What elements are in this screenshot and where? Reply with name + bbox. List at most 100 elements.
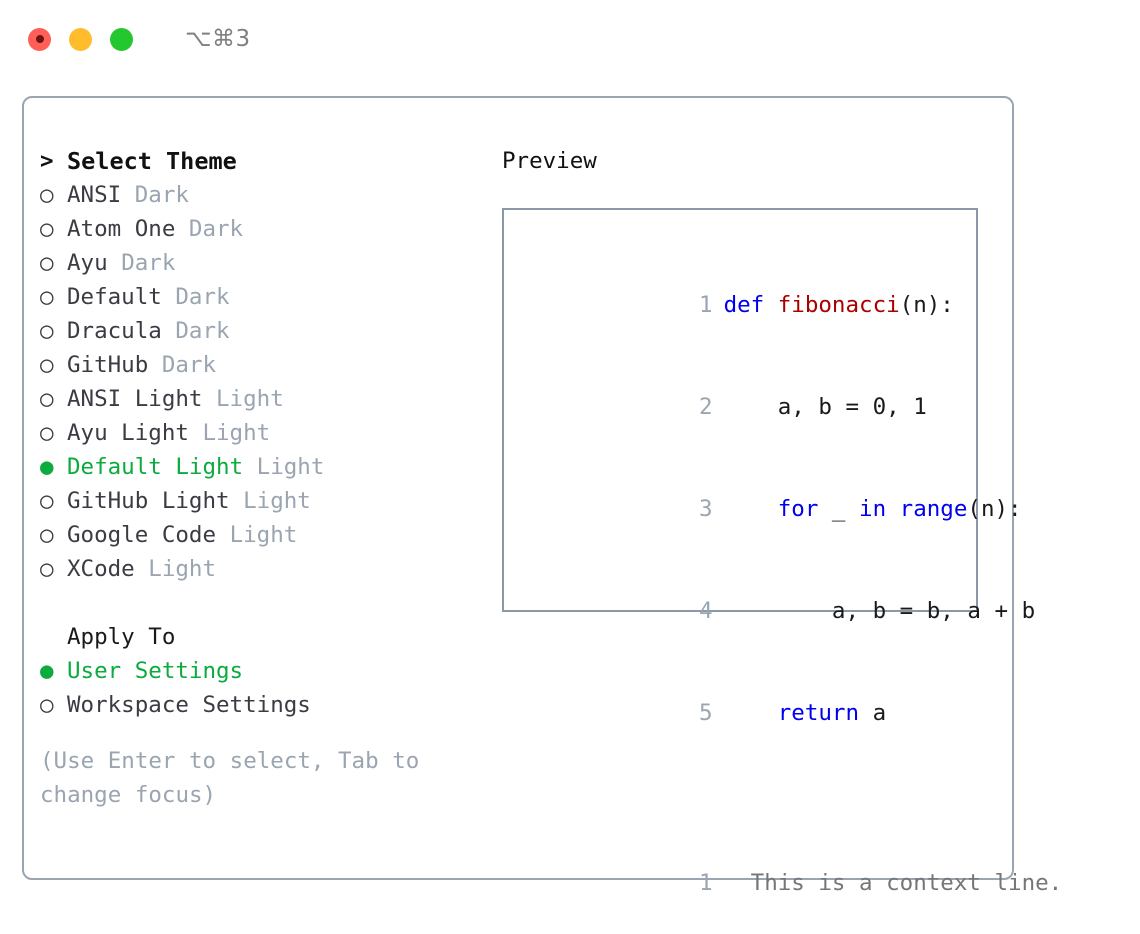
code-token-keyword: return [777,700,860,726]
theme-option-label: GitHub [67,352,149,378]
code-token-plain: (n): [899,292,954,318]
code-token-function: fibonacci [777,292,900,318]
radio-icon: ○ [40,420,54,446]
minimize-button-icon[interactable] [69,27,92,51]
theme-option-variant: Light [216,386,284,412]
radio-icon: ○ [40,216,54,242]
theme-option-ayu-light[interactable]: ○ Ayu Light Light [40,416,500,450]
code-token-plain: (n): [967,496,1022,522]
theme-option-variant: Light [229,522,298,548]
theme-option-variant: Dark [175,284,230,310]
theme-option-label: Dracula [67,318,162,344]
theme-option-google-code[interactable]: ○ Google Code Light [40,518,500,552]
theme-option-label: XCode [67,556,135,582]
code-token-plain: a [859,700,887,726]
line-number: 5 [699,700,713,726]
diff-text: This is a context line. [750,870,1063,896]
code-token-keyword: for [777,496,819,522]
theme-option-label: Default Light [67,454,244,480]
apply-to-header-label: Apply To [67,624,176,650]
code-line: 2 a, b = 0, 1 [522,356,976,458]
code-line: 5 return a [522,662,976,764]
theme-option-label: Atom One [67,216,176,242]
code-token-plain [724,700,778,726]
radio-icon: ○ [40,250,54,276]
theme-option-label: Google Code [67,522,217,548]
code-token-plain: a, b = b, a + b [723,598,1036,624]
title-bar: ⌥⌘3 [0,0,1140,78]
theme-option-variant: Dark [121,250,176,276]
theme-option-label: ANSI [67,182,122,208]
radio-selected-icon: ● [40,454,54,480]
diff-line-context: 1 This is a context line. [522,832,1062,934]
code-token-plain: _ [818,496,860,522]
radio-icon: ○ [40,182,54,208]
code-line: 4 a, b = b, a + b [522,560,1035,662]
apply-to-header: Apply To [40,620,500,654]
close-dot-icon [35,35,44,43]
apply-to-option-label: User Settings [67,658,244,684]
diff-sign [724,870,738,896]
close-button-icon[interactable] [28,27,51,51]
code-token-keyword: def [723,292,778,318]
theme-option-variant: Dark [188,216,244,242]
theme-option-ansi-light[interactable]: ○ ANSI Light Light [40,382,500,416]
theme-list-header: > Select Theme [40,144,500,178]
code-token-plain: a, b = 0, 1 [723,394,927,420]
apply-to-option-user-settings[interactable]: ● User Settings [40,654,500,688]
line-number: 1 [699,870,713,896]
radio-selected-icon: ● [40,658,54,684]
theme-option-variant: Light [202,420,271,446]
radio-icon: ○ [40,692,54,718]
radio-icon: ○ [40,352,54,378]
theme-option-variant: Dark [175,318,230,344]
theme-option-dracula-dark[interactable]: ○ Dracula Dark [40,314,500,348]
radio-icon: ○ [40,386,54,412]
theme-option-variant: Dark [134,182,189,208]
maximize-button-icon[interactable] [110,27,133,51]
theme-option-variant: Dark [161,352,217,378]
keyboard-shortcut-label: ⌥⌘3 [185,26,251,52]
radio-icon: ○ [40,556,54,582]
theme-list-header-label: Select Theme [67,147,237,175]
window-controls [28,27,133,51]
prompt-caret-icon: > [40,148,54,174]
theme-option-label: ANSI Light [67,386,203,412]
theme-option-label: Ayu Light [67,420,189,446]
section-spacer [40,586,500,620]
radio-icon: ○ [40,488,54,514]
apply-to-option-workspace-settings[interactable]: ○ Workspace Settings [40,688,500,722]
theme-option-default-light[interactable]: ● Default Light Light [40,450,500,484]
theme-option-github-dark[interactable]: ○ GitHub Dark [40,348,500,382]
code-token-plain [886,496,900,522]
code-blank-line [522,798,976,832]
theme-option-variant: Light [243,488,311,514]
line-number: 2 [699,394,713,420]
line-number: 3 [699,496,713,522]
theme-option-ansi-dark[interactable]: ○ ANSI Dark [40,178,500,212]
radio-icon: ○ [40,318,54,344]
line-number: 4 [699,598,713,624]
radio-icon: ○ [40,284,54,310]
theme-option-label: GitHub Light [67,488,230,514]
theme-option-xcode[interactable]: ○ XCode Light [40,552,500,586]
theme-option-ayu-dark[interactable]: ○ Ayu Dark [40,246,500,280]
apply-to-option-label: Workspace Settings [67,692,311,718]
code-token-keyword: range [899,496,968,522]
line-number: 1 [699,292,713,318]
keyboard-hint-text: (Use Enter to select, Tab to change focu… [40,748,433,808]
theme-option-label: Ayu [67,250,108,276]
radio-icon: ○ [40,522,54,548]
code-token-plain [724,496,778,522]
theme-option-label: Default [67,284,162,310]
code-line: 3 for _ in range(n): [522,458,1022,560]
theme-selector-dialog: > Select Theme ○ ANSI Dark ○ Atom One Da… [22,96,1062,896]
code-token-keyword: in [859,496,887,522]
theme-option-github-light[interactable]: ○ GitHub Light Light [40,484,500,518]
theme-option-atom-one-dark[interactable]: ○ Atom One Dark [40,212,500,246]
theme-option-default-dark[interactable]: ○ Default Dark [40,280,500,314]
preview-title: Preview [502,148,597,174]
